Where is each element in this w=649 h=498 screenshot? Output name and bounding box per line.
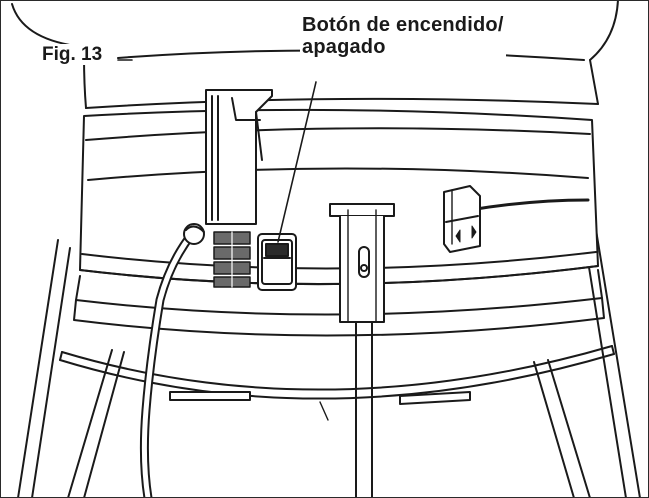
callout-leaders — [117, 59, 317, 243]
callout-line-1: Botón de encendido/ — [302, 14, 504, 36]
callout-line-2: apagado — [302, 36, 386, 59]
power-button-callout: Botón de encendido/ apagado — [300, 14, 506, 59]
vent-grille — [213, 231, 251, 288]
power-cable — [139, 223, 205, 498]
front-post — [329, 203, 395, 498]
power-switch-graphic — [257, 233, 297, 291]
controller-bracket — [205, 89, 273, 225]
figure-number-label: Fig. 13 — [42, 44, 107, 66]
side-handle — [443, 185, 481, 253]
base-ring — [59, 345, 615, 421]
